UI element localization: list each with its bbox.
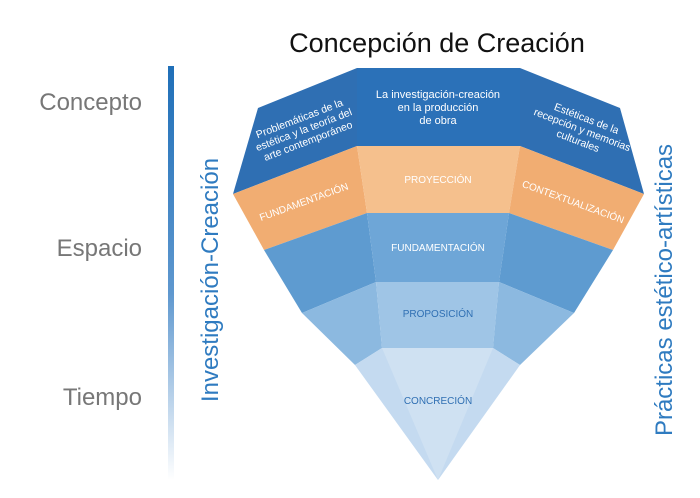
segment-bottom-tip-shade [355,348,438,480]
label-tiempo: Tiempo [63,384,142,411]
top-center-line-3: de obra [419,115,457,127]
label-concepto: Concepto [39,89,142,116]
segment-top-left [233,68,357,194]
vertical-label-right: Prácticas estético-artísticas [651,144,678,436]
page-title: Concepción de Creación [289,28,585,58]
segment-blue4-left [302,282,382,365]
segment-orange-left [233,146,367,250]
top-center-line-1: La investigación-creación [376,89,500,101]
segment-bottom-tip [355,348,520,480]
segment-top-right [520,68,644,194]
vertical-label-left: Investigación-Creación [197,158,224,402]
segment-blue3-left [264,213,376,313]
segment-orange-right [509,146,644,250]
level-concrecion: CONCRECIÓN [404,394,472,407]
segment-blue3-center [367,213,509,282]
segment-blue4-center [376,282,499,348]
segment-bottom-tip-shade-right [438,348,520,480]
level-proposicion: PROPOSICIÓN [403,307,474,320]
orange-center-label: PROYECCIÓN [404,173,471,186]
level-fundamentacion: FUNDAMENTACIÓN [391,241,485,254]
segment-blue4-right [493,282,574,365]
label-espacio: Espacio [57,235,142,262]
segment-blue3-right [499,213,613,313]
segment-top-center [357,68,520,146]
gradient-bar [168,66,174,480]
top-center-line-2: en la producción [398,102,479,114]
segment-orange-center [357,146,520,213]
